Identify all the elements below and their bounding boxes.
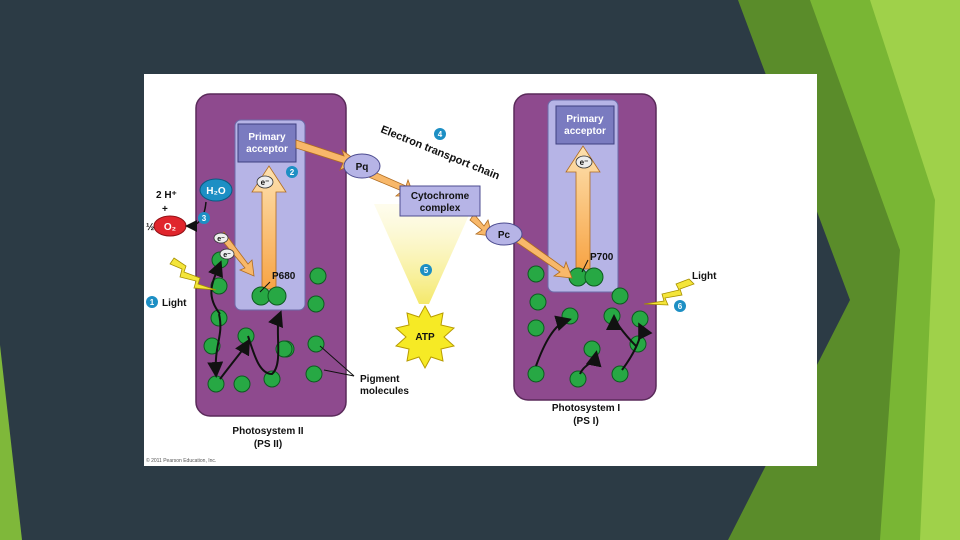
- ps2-acceptor-label-2: acceptor: [246, 144, 288, 155]
- p680-chlorophyll-a: [251, 286, 271, 306]
- photosystem-ii: [195, 93, 347, 417]
- step-badge-5: [420, 264, 432, 276]
- step-3-number: 3: [202, 214, 207, 223]
- cytochrome-label-2: complex: [420, 203, 461, 214]
- pq-carrier: [343, 153, 381, 179]
- step-5-number: 5: [424, 266, 429, 275]
- ps1-acceptor-label-2: acceptor: [564, 126, 606, 137]
- ps2-electron-label: e⁻: [261, 178, 270, 187]
- p680-pointer: [259, 281, 271, 293]
- water-electron-1: [213, 232, 229, 244]
- step-badge-6: [674, 300, 686, 312]
- ps1-primary-acceptor: [555, 105, 615, 145]
- ps2-acceptor-label-1: Primary: [248, 132, 286, 143]
- ps2-primary-acceptor: [237, 123, 297, 163]
- pigment-label-2: molecules: [360, 386, 409, 397]
- photosynthesis-figure: 1 2 3 4 5 6 Primary acceptor Primary acc…: [144, 74, 817, 466]
- light-right-label: Light: [692, 271, 717, 282]
- excitation-energy-transfer-arrows: [207, 260, 653, 380]
- step-4-number: 4: [438, 130, 443, 139]
- p680-chlorophyll-b: [267, 286, 287, 306]
- p700-label: P700: [590, 252, 614, 263]
- step-1-number: 1: [150, 298, 155, 307]
- step-badge-2: [286, 166, 298, 178]
- ps2-energy-arrow: [251, 165, 287, 290]
- p680-label: P680: [272, 271, 296, 282]
- pq-label: Pq: [356, 162, 369, 173]
- ps1-electron-label: e⁻: [580, 158, 589, 167]
- green-accent-left: [0, 345, 22, 540]
- green-accent-light: [870, 0, 960, 540]
- ps1-acceptor-label-1: Primary: [566, 114, 604, 125]
- water-electron-arrow: [219, 231, 255, 277]
- ps2-name: Photosystem II: [232, 426, 303, 437]
- ps2-electron: [256, 175, 274, 189]
- pc-carrier: [485, 222, 523, 246]
- atp-energy-cone: [374, 204, 474, 304]
- water-electron-1-label: e⁻: [217, 236, 225, 243]
- light-bolt-left: [169, 257, 217, 291]
- copyright-label: © 2011 Pearson Education, Inc.: [146, 457, 216, 464]
- cytochrome-complex: [399, 185, 481, 217]
- p700-chlorophyll-b: [584, 267, 604, 287]
- h2o-label: H₂O: [206, 186, 226, 197]
- pc-label: Pc: [498, 230, 511, 241]
- p700-pointer: [581, 259, 589, 273]
- step-2-number: 2: [290, 168, 295, 177]
- light-bolt-right: [643, 278, 695, 306]
- pigment-label-1: Pigment: [360, 374, 400, 385]
- o2-label: O₂: [164, 222, 176, 233]
- ps1-abbr: (PS I): [573, 416, 599, 427]
- light-left-label: Light: [162, 298, 187, 309]
- hydrogen-label: 2 H⁺: [156, 190, 177, 201]
- ps1-energy-arrow: [565, 145, 601, 270]
- atp-label: ATP: [415, 332, 435, 343]
- step-6-number: 6: [678, 302, 683, 311]
- ps2-abbr: (PS II): [254, 439, 282, 450]
- half-label: ½: [146, 222, 154, 233]
- linear-electron-flow-diagram: 1 2 3 4 5 6 Primary acceptor Primary acc…: [146, 93, 717, 464]
- step-badges: [146, 128, 686, 312]
- pc-to-p700-arrow: [515, 235, 573, 279]
- water-split-arrow: [185, 201, 207, 232]
- ps1-name: Photosystem I: [552, 403, 621, 414]
- water-electron-2: [219, 248, 235, 260]
- step-badge-3: [198, 212, 210, 224]
- pigment-pointer-lines: [319, 345, 355, 377]
- ps1-electron: [575, 155, 593, 169]
- step-badge-1: [146, 296, 158, 308]
- plus-label: +: [162, 204, 168, 215]
- water-electron-2-label: e⁻: [223, 252, 231, 259]
- atp-starburst: [394, 304, 456, 370]
- cytochrome-label-1: Cytochrome: [411, 191, 470, 202]
- h2o-molecule: [199, 178, 233, 202]
- step-badge-4: [434, 128, 446, 140]
